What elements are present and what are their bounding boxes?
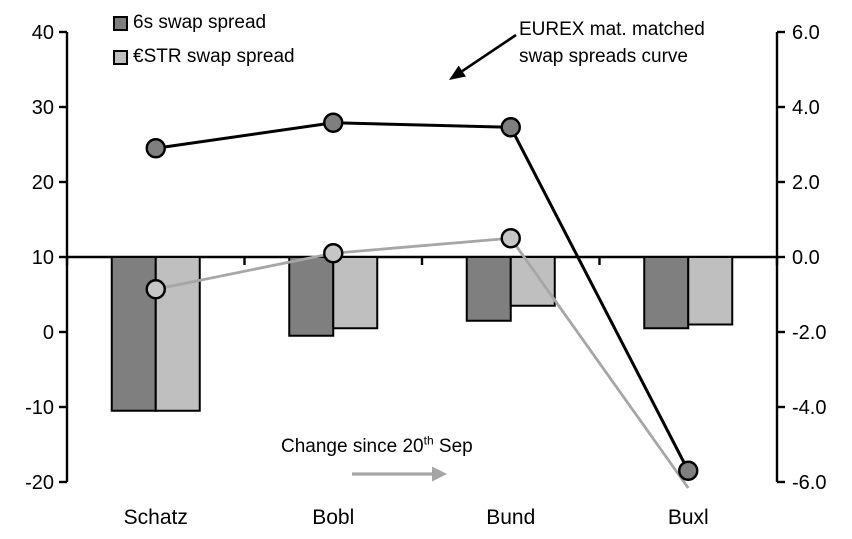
line-str-swap-spread-curve [155,236,690,489]
legend-item-6s-swap-spread: 6s swap spread [113,12,295,34]
curve-annotation: EUREX mat. matched swap spreads curve [519,16,705,70]
right-axis-tick-label: 6.0 [792,22,820,44]
legend-item-estr-swap-spread: €STR swap spread [113,46,295,68]
bar-str-swap-spread-bund [509,256,556,307]
right-axis-tick-label: 2.0 [792,172,820,194]
change-annotation: Change since 20th Sep [281,433,473,458]
marker-6s-swap-spread-curve-schatz [145,138,166,159]
marker-str-swap-spread-curve-bobl [323,243,344,264]
legend-swatch-6s-icon [113,15,128,31]
right-axis-tick-label: 0.0 [792,247,820,269]
category-label-schatz: Schatz [124,506,188,529]
change-annotation-text-after: Sep [433,436,473,457]
bar-6s-swap-spread-bund [465,256,512,322]
legend-swatch-estr-icon [113,49,128,65]
category-label-bund: Bund [486,506,535,529]
marker-str-swap-spread-curve-bund [500,228,521,249]
bar-str-swap-spread-schatz [154,256,201,412]
change-annotation-arrowhead-icon [432,466,447,482]
right-axis-tick-label: -6.0 [792,472,826,494]
legend: 6s swap spread €STR swap spread [113,12,295,80]
marker-6s-swap-spread-curve-bund [500,117,521,138]
right-axis-tick-label: -2.0 [792,322,826,344]
bar-6s-swap-spread-schatz [110,256,157,412]
marker-str-swap-spread-curve-schatz [145,279,166,300]
change-annotation-sup: th [423,433,434,448]
curve-annotation-line1: EUREX mat. matched [519,19,705,40]
bar-str-swap-spread-buxl [687,256,734,326]
legend-label-6s: 6s swap spread [133,12,267,33]
marker-6s-swap-spread-curve-bobl [323,112,344,133]
bar-6s-swap-spread-bobl [288,256,335,337]
bar-str-swap-spread-bobl [332,256,379,330]
left-axis-tick-label: -10 [25,397,54,419]
curve-annotation-arrow [461,33,517,73]
curve-annotation-line2: swap spreads curve [519,46,688,67]
left-axis-tick-label: 20 [32,172,54,194]
left-axis-tick-label: 30 [32,97,54,119]
legend-label-estr: €STR swap spread [133,46,295,67]
curve-annotation-arrowhead-icon [449,65,466,80]
left-axis-tick-label: 10 [32,247,54,269]
left-axis-tick-label: -20 [25,472,54,494]
category-label-bobl: Bobl [312,506,354,529]
right-axis-tick-label: -4.0 [792,397,826,419]
left-axis-tick-label: 40 [32,22,54,44]
marker-6s-swap-spread-curve-buxl [678,460,699,481]
bar-6s-swap-spread-buxl [643,256,690,330]
category-label-buxl: Buxl [668,506,709,529]
left-axis-tick-label: 0 [43,322,54,344]
line-6s-swap-spread-curve [155,121,690,472]
right-axis-tick-label: 4.0 [792,97,820,119]
change-annotation-text: Change since 20 [281,436,424,457]
